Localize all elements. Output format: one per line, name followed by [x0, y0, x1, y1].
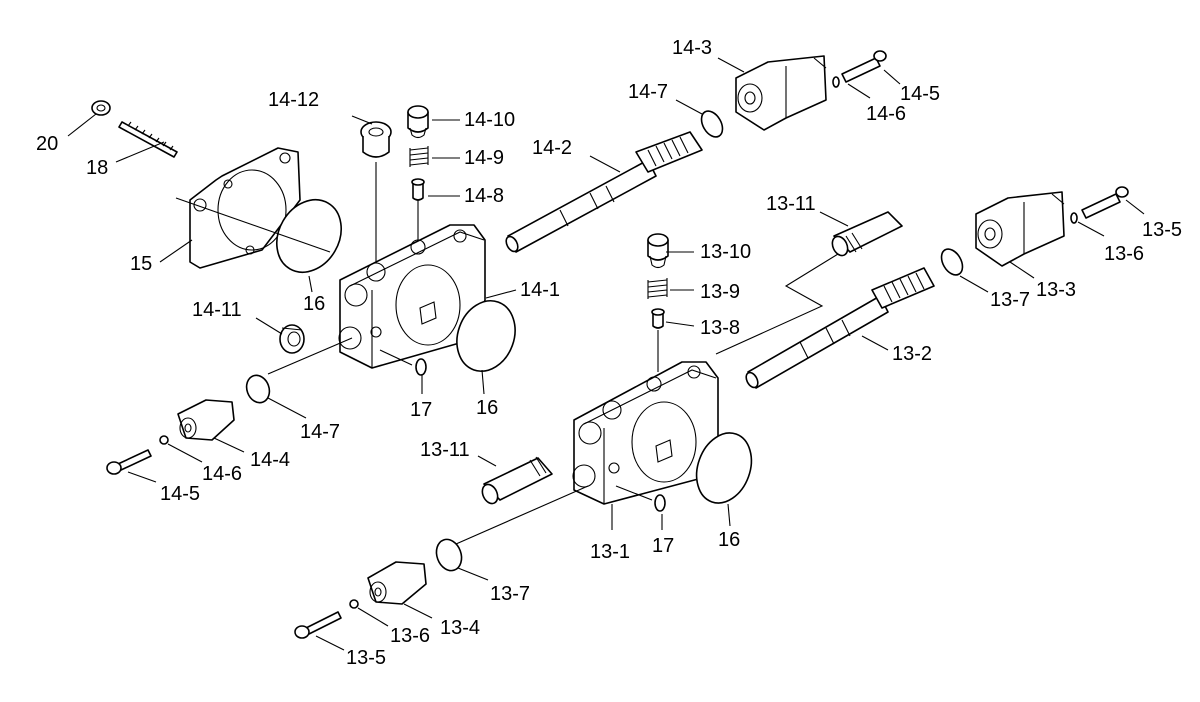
label-13-3: 13-3 — [1036, 279, 1076, 301]
label-14-10: 14-10 — [464, 109, 515, 131]
label-14-1: 14-1 — [520, 279, 560, 301]
label-18: 18 — [86, 157, 108, 179]
o-ring-13-7-lower — [435, 538, 463, 572]
nut-20 — [91, 100, 111, 116]
label-14-8: 14-8 — [464, 185, 504, 207]
label-14-9: 14-9 — [464, 147, 504, 169]
bolt-13-5-upper — [1081, 186, 1129, 219]
label-13-1: 13-1 — [590, 541, 630, 563]
label-13-11-lower: 13-11 — [420, 439, 470, 461]
part-13-11-lower — [481, 456, 553, 505]
spring-14-9 — [409, 146, 429, 167]
cap-14-3 — [735, 55, 827, 131]
plug-14-10 — [407, 105, 429, 139]
leader-lines — [67, 57, 1145, 651]
bolt-14-5-upper — [841, 50, 887, 83]
pin-14-8 — [411, 178, 425, 201]
label-17-upper: 17 — [410, 399, 432, 421]
o-ring-14-7-lower — [245, 374, 271, 404]
plug-14-11 — [279, 324, 305, 354]
washer-13-6-lower — [349, 599, 359, 609]
spring-13-9 — [647, 278, 668, 299]
part-13-11-upper — [831, 211, 903, 257]
o-ring-13-7-upper — [940, 248, 964, 276]
stud-bolt-18 — [118, 121, 178, 158]
o-ring-17-lower — [654, 494, 666, 512]
cap-13-3 — [975, 191, 1065, 267]
label-13-5-lower: 13-5 — [346, 647, 386, 669]
bolt-13-5-lower — [294, 611, 342, 639]
o-ring-17-upper — [415, 358, 427, 376]
o-ring-14-7-upper — [700, 110, 724, 138]
bolt-14-5-lower — [106, 449, 152, 475]
label-14-11: 14-11 — [192, 299, 242, 321]
plug-13-10 — [647, 233, 669, 269]
label-13-7-upper: 13-7 — [990, 289, 1030, 311]
label-14-3: 14-3 — [672, 37, 712, 59]
cap-14-4 — [177, 399, 235, 441]
label-14-6-upper: 14-6 — [866, 103, 906, 125]
label-13-7-lower: 13-7 — [490, 583, 530, 605]
label-13-6-upper: 13-6 — [1104, 243, 1144, 265]
label-13-5-upper: 13-5 — [1142, 219, 1182, 241]
label-13-2: 13-2 — [892, 343, 932, 365]
label-16-upper-right: 16 — [476, 397, 498, 419]
label-13-8: 13-8 — [700, 317, 740, 339]
label-14-5-upper: 14-5 — [900, 83, 940, 105]
cover-plate-15 — [189, 147, 301, 269]
washer-13-6-upper — [1070, 212, 1078, 224]
label-14-7-upper: 14-7 — [628, 81, 668, 103]
label-14-12: 14-12 — [268, 89, 319, 111]
o-ring-16-upper-left — [276, 199, 342, 273]
part-labels: 20 18 15 16 14-12 14-10 14-9 14-8 14-1 1… — [36, 37, 1182, 669]
label-14-4: 14-4 — [250, 449, 290, 471]
label-13-9: 13-9 — [700, 281, 740, 303]
valve-body-13-1 — [572, 361, 719, 505]
label-16-upper-left: 16 — [303, 293, 325, 315]
plug-14-12 — [360, 121, 392, 158]
label-15: 15 — [130, 253, 152, 275]
label-13-11-upper: 13-11 — [766, 193, 816, 215]
o-ring-16-lower — [695, 432, 753, 504]
label-16-lower: 16 — [718, 529, 740, 551]
label-13-10: 13-10 — [700, 241, 751, 263]
pin-13-8 — [651, 308, 665, 329]
o-ring-16-upper-right — [456, 300, 516, 372]
washer-14-6-lower — [159, 435, 169, 445]
label-14-5-lower: 14-5 — [160, 483, 200, 505]
washer-14-6-upper — [832, 76, 840, 88]
label-20: 20 — [36, 133, 58, 155]
spool-14-2 — [505, 131, 703, 253]
spool-13-2 — [745, 267, 935, 389]
valve-body-14-1 — [338, 224, 486, 369]
label-14-7-lower: 14-7 — [300, 421, 340, 443]
label-14-6-lower: 14-6 — [202, 463, 242, 485]
label-17-lower: 17 — [652, 535, 674, 557]
label-14-2: 14-2 — [532, 137, 572, 159]
label-13-4: 13-4 — [440, 617, 480, 639]
cap-13-4 — [367, 561, 427, 605]
label-13-6-lower: 13-6 — [390, 625, 430, 647]
